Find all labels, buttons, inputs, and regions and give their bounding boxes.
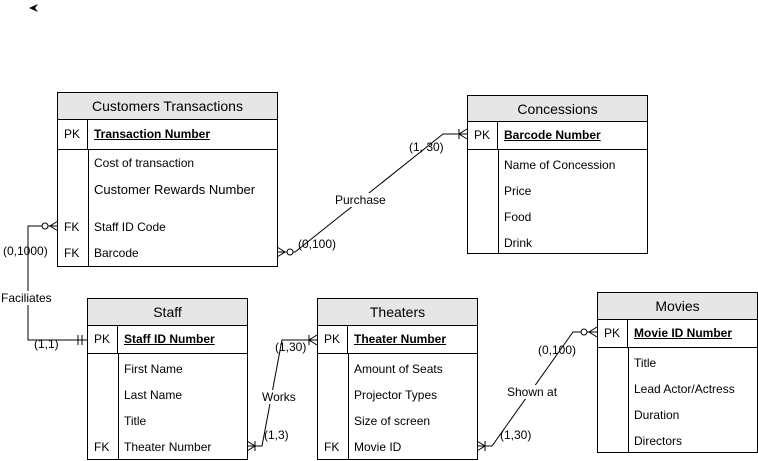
pk-key: PK: [604, 326, 621, 340]
cardinality-shown-at-b: (0,100): [538, 343, 577, 357]
pk-key: PK: [474, 128, 491, 142]
pk-key: PK: [64, 127, 81, 141]
attr-movie-id: Movie ID: [354, 440, 402, 454]
relationship-purchase-label: Purchase: [335, 193, 386, 207]
entity-title: Concessions: [468, 96, 647, 122]
entity-theaters[interactable]: Theaters PK Theater Number Amount of Sea…: [317, 298, 478, 460]
attr-price: Price: [504, 184, 532, 198]
attr-theater-number: Theater Number: [124, 440, 212, 454]
cardinality-purchase-a: (0,100): [298, 237, 337, 251]
attr-rewards: Customer Rewards Number: [94, 182, 256, 197]
attr-size-of-screen: Size of screen: [354, 414, 431, 428]
cardinality-purchase-b: (1, 30): [409, 140, 444, 154]
attr-lead-actor: Lead Actor/Actress: [634, 382, 735, 396]
cardinality-works-b: (1,30): [275, 340, 307, 354]
relationship-facilitates-label: Faciliates: [1, 291, 52, 305]
attr-first-name: First Name: [124, 362, 183, 376]
attr-drink: Drink: [504, 236, 533, 250]
entity-customers-transactions[interactable]: Customers Transactions PK Transaction Nu…: [57, 92, 278, 267]
attr-duration: Duration: [634, 408, 680, 422]
cardinality-facilitates-b: (1,1): [34, 337, 59, 351]
attr-barcode: Barcode: [94, 246, 139, 260]
fk-key: FK: [64, 220, 80, 234]
pk-barcode-number: Barcode Number: [504, 128, 601, 142]
cardinality-facilitates-a: (0,1000): [3, 244, 48, 258]
pk-staff-id-number: Staff ID Number: [124, 332, 215, 346]
relationship-works-label: Works: [262, 390, 296, 404]
fk-key: FK: [324, 440, 340, 454]
attr-staff-id-code: Staff ID Code: [94, 220, 166, 234]
pk-transaction-number: Transaction Number: [94, 127, 211, 141]
cardinality-works-a: (1,3): [264, 428, 289, 442]
entity-concessions[interactable]: Concessions PK Barcode Number Name of Co…: [467, 95, 648, 254]
attr-directors: Directors: [634, 434, 683, 448]
entity-title: Theaters: [318, 299, 477, 326]
pk-key: PK: [324, 332, 341, 346]
relationship-shown-at-label: Shown at: [507, 385, 558, 399]
entity-staff[interactable]: Staff PK Staff ID Number First Name Last…: [87, 298, 248, 460]
attr-amount-of-seats: Amount of Seats: [354, 362, 443, 376]
pk-key: PK: [94, 332, 111, 346]
attr-title: Title: [634, 356, 657, 370]
entity-title: Staff: [88, 299, 247, 326]
entity-movies[interactable]: Movies PK Movie ID Number Title Lead Act…: [597, 292, 758, 453]
entity-title: Customers Transactions: [58, 93, 277, 120]
attr-title: Title: [124, 414, 147, 428]
entity-title: Movies: [598, 293, 757, 320]
attr-name-of-concession: Name of Concession: [504, 158, 616, 172]
pk-theater-number: Theater Number: [354, 332, 447, 346]
cardinality-shown-at-a: (1,30): [500, 428, 532, 442]
attr-last-name: Last Name: [124, 388, 183, 402]
fk-key: FK: [94, 440, 110, 454]
attr-projector-types: Projector Types: [354, 388, 438, 402]
attr-food: Food: [504, 210, 532, 224]
fk-key: FK: [64, 246, 80, 260]
attr-cost: Cost of transaction: [94, 156, 195, 170]
pk-movie-id-number: Movie ID Number: [634, 326, 733, 340]
